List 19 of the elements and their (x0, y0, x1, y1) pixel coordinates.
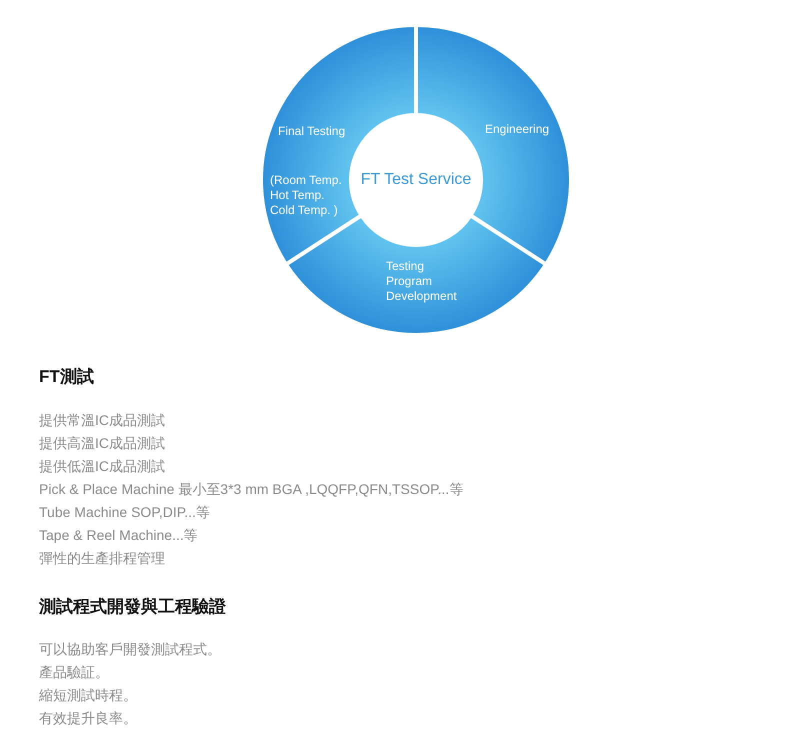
text-line: 彈性的生產排程管理 (39, 550, 165, 568)
segment-label: (Room Temp. Hot Temp. Cold Temp. ) (270, 173, 343, 218)
text-line: 提供高溫IC成品測試 (39, 435, 165, 453)
text-line: Tape & Reel Machine...等 (39, 527, 198, 545)
segment-label: Testing Program Development (386, 259, 458, 304)
segment-label: Final Testing (278, 124, 346, 139)
donut-segment (286, 215, 546, 335)
text-line: 可以協助客戶開發測試程式。 (39, 641, 221, 659)
text-line: 縮短測試時程。 (39, 687, 137, 705)
text-line: 有效提升良率。 (39, 710, 137, 728)
segment-label: Engineering (485, 122, 550, 137)
text-line: Pick & Place Machine 最小至3*3 mm BGA ,LQQFP,QFN,TSSOP...等 (39, 481, 464, 499)
text-line: 產品驗証。 (39, 664, 109, 682)
center-label: FT Test Service (360, 171, 472, 189)
section-heading: 測試程式開發與工程驗證 (39, 596, 226, 618)
text-line: Tube Machine SOP,DIP...等 (39, 504, 210, 522)
text-line: 提供常溫IC成品測試 (39, 412, 165, 430)
text-line: 提供低溫IC成品測試 (39, 458, 165, 476)
section-heading: FT測試 (39, 366, 94, 388)
